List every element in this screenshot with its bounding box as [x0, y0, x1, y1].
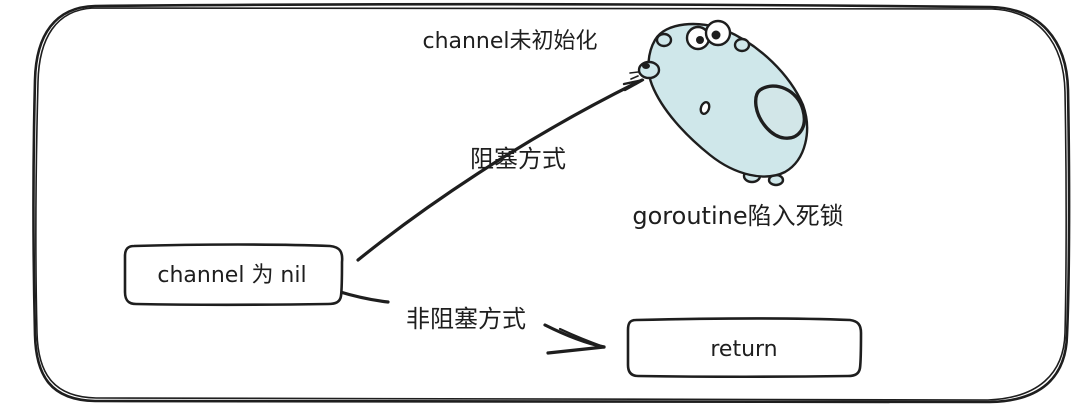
- gopher-icon: [629, 19, 809, 187]
- annotation-uninitialized: channel未初始化: [422, 29, 597, 54]
- edge-blocking-label: 阻塞方式: [470, 145, 566, 173]
- node-channel-nil-label: channel 为 nil: [157, 263, 306, 288]
- edge-blocking: [356, 78, 645, 262]
- edge-non-blocking-label: 非阻塞方式: [406, 305, 526, 333]
- node-return: return: [626, 317, 863, 379]
- node-return-label: return: [710, 337, 777, 362]
- outer-frame: [32, 2, 1071, 405]
- annotation-deadlock: goroutine陷入死锁: [632, 202, 843, 230]
- node-channel-nil: channel 为 nil: [123, 243, 344, 307]
